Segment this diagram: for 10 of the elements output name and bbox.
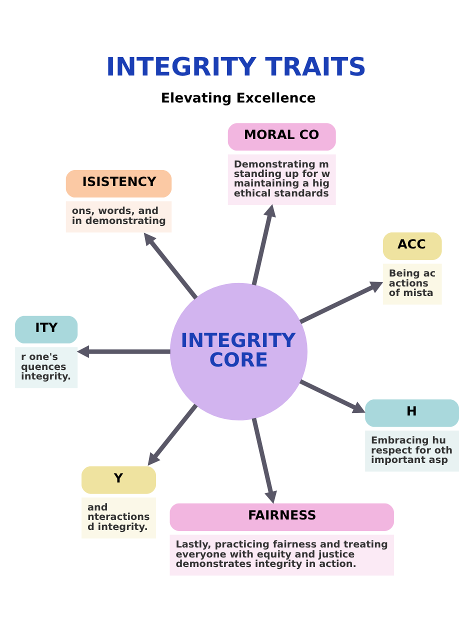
label: Elevating Excellence — [160, 90, 316, 106]
diagram-title: INTEGRITY TRAITS — [106, 50, 366, 81]
node-circle: INTEGRITY CORE — [170, 282, 308, 420]
arrow — [148, 403, 198, 466]
arrow — [252, 417, 277, 504]
arrow — [299, 281, 384, 324]
arrow — [299, 378, 366, 413]
arrow — [144, 232, 198, 300]
arrow — [252, 204, 276, 285]
arrow — [76, 344, 170, 358]
